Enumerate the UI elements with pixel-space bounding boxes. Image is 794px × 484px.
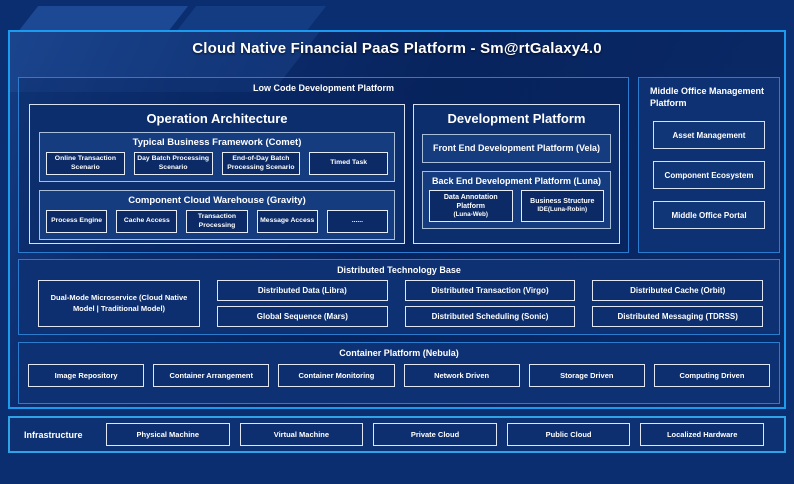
typical-business-framework-box: Typical Business Framework (Comet) Onlin… [39, 132, 395, 182]
gravity-item: Process Engine [46, 210, 108, 233]
development-platform-title: Development Platform [447, 111, 586, 126]
low-code-section-label: Low Code Development Platform [252, 83, 395, 93]
network-driven-box: Network Driven [403, 364, 520, 387]
distributed-data-box: Distributed Data (Libra) [217, 280, 388, 301]
distributed-cache-box: Distributed Cache (Orbit) [592, 280, 764, 301]
business-structure-ide-sublabel: IDE(Luna-Robin) [537, 206, 588, 214]
gravity-item: Message Access [256, 210, 318, 233]
distributed-messaging-box: Distributed Messaging (TDRSS) [592, 306, 764, 327]
gravity-item: Cache Access [116, 210, 178, 233]
image-repository-box: Image Repository [28, 364, 145, 387]
gravity-item-row: Process Engine Cache Access Transaction … [46, 210, 389, 233]
data-annotation-platform-sublabel: (Luna-Web) [453, 211, 488, 218]
container-platform-title: Container Platform (Nebula) [339, 348, 459, 358]
localized-hardware-box: Localized Hardware [640, 423, 764, 446]
back-end-development-platform-box: Back End Development Platform (Luna) Dat… [422, 171, 611, 229]
gravity-item: ...... [326, 210, 389, 233]
comet-item: End-of-Day Batch Processing Scenario [221, 152, 301, 175]
container-platform-row: Image Repository Container Arrangement C… [19, 358, 779, 387]
distributed-technology-base-section: Distributed Technology Base Dual-Mode Mi… [18, 259, 780, 335]
typical-business-framework-title: Typical Business Framework (Comet) [132, 137, 302, 148]
main-diagram-frame: Cloud Native Financial PaaS Platform - S… [8, 30, 786, 409]
luna-item-row: Data Annotation Platform (Luna-Web) Busi… [429, 190, 604, 222]
container-platform-section: Container Platform (Nebula) Image Reposi… [18, 342, 780, 404]
back-end-development-platform-title: Back End Development Platform (Luna) [431, 176, 602, 186]
operation-architecture-box: Operation Architecture Typical Business … [29, 104, 405, 244]
operation-architecture-title: Operation Architecture [146, 111, 288, 126]
public-cloud-box: Public Cloud [506, 423, 631, 446]
computing-driven-box: Computing Driven [653, 364, 771, 387]
background-diagonal-stripe [175, 6, 327, 32]
private-cloud-box: Private Cloud [373, 423, 497, 446]
component-cloud-warehouse-box: Component Cloud Warehouse (Gravity) Proc… [39, 190, 395, 240]
component-ecosystem-box: Component Ecosystem [653, 161, 765, 190]
middle-office-portal-box: Middle Office Portal [653, 201, 765, 230]
distributed-column: Distributed Cache (Orbit) Distributed Me… [592, 280, 764, 327]
comet-item-row: Online Transaction Scenario Day Batch Pr… [46, 152, 388, 175]
container-monitoring-box: Container Monitoring [278, 364, 395, 387]
distributed-column: Distributed Transaction (Virgo) Distribu… [404, 280, 576, 327]
component-cloud-warehouse-title: Component Cloud Warehouse (Gravity) [128, 195, 306, 206]
background-diagonal-stripe [17, 6, 189, 32]
container-arrangement-box: Container Arrangement [153, 364, 270, 387]
comet-item: Online Transaction Scenario [46, 152, 125, 175]
comet-item: Timed Task [309, 152, 388, 175]
gravity-item: Transaction Processing [186, 210, 248, 233]
middle-office-management-platform-section: Middle Office Management Platform Asset … [638, 77, 780, 253]
physical-machine-box: Physical Machine [106, 423, 230, 446]
business-structure-ide-label: Business Structure [530, 198, 595, 206]
page-title: Cloud Native Financial PaaS Platform - S… [192, 40, 602, 57]
distributed-scheduling-box: Distributed Scheduling (Sonic) [404, 306, 576, 327]
development-platform-box: Development Platform Front End Developme… [413, 104, 620, 244]
asset-management-box: Asset Management [653, 121, 765, 150]
low-code-development-platform-section: Low Code Development Platform Operation … [18, 77, 629, 253]
distributed-technology-base-title: Distributed Technology Base [337, 265, 461, 275]
distributed-content-row: Dual-Mode Microservice (Cloud Native Mod… [19, 275, 779, 327]
front-end-development-platform-box: Front End Development Platform (Vela) [422, 134, 611, 163]
virtual-machine-box: Virtual Machine [239, 423, 364, 446]
comet-item: Day Batch Processing Scenario [133, 152, 213, 175]
infrastructure-section: Infrastructure Physical Machine Virtual … [8, 416, 786, 453]
dual-mode-microservice-box: Dual-Mode Microservice (Cloud Native Mod… [38, 280, 200, 327]
storage-driven-box: Storage Driven [528, 364, 645, 387]
distributed-transaction-box: Distributed Transaction (Virgo) [404, 280, 576, 301]
infrastructure-label: Infrastructure [24, 429, 83, 440]
distributed-column: Distributed Data (Libra) Global Sequence… [217, 280, 388, 327]
business-structure-ide-box: Business Structure IDE(Luna-Robin) [520, 190, 604, 222]
middle-office-title: Middle Office Management Platform [650, 86, 765, 108]
global-sequence-box: Global Sequence (Mars) [217, 306, 388, 327]
data-annotation-platform-label: Data Annotation Platform [443, 193, 498, 210]
data-annotation-platform-box: Data Annotation Platform (Luna-Web) [429, 190, 513, 222]
